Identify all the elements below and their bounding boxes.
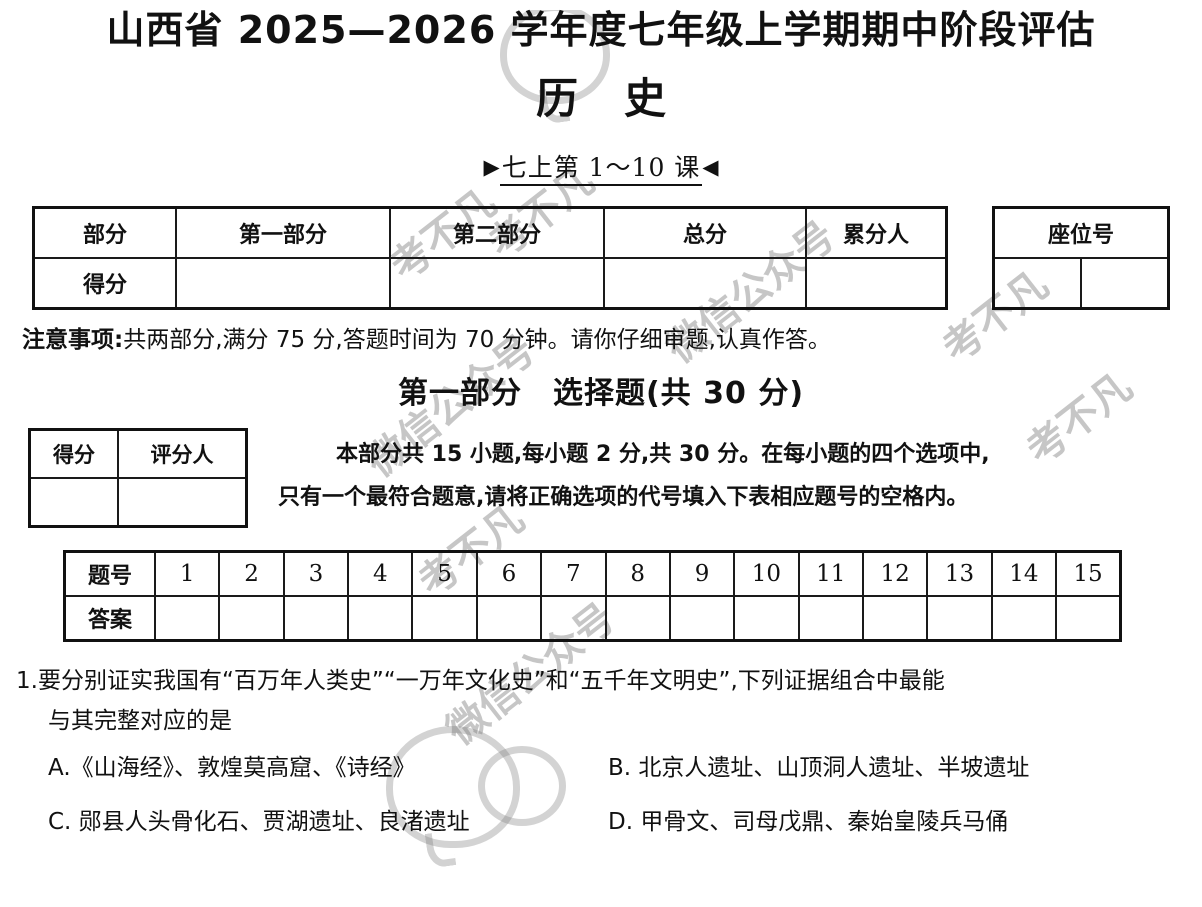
part1-description-line1: 本部分共 15 小题,每小题 2 分,共 30 分。在每小题的四个选项中, <box>336 442 990 468</box>
triangle-left-icon: ▶ <box>483 155 500 180</box>
table-row: 部分 第一部分 第二部分 总分 累分人 <box>32 206 948 260</box>
triangle-right-icon: ◀ <box>702 155 719 180</box>
question-number-cell: 13 <box>926 550 993 598</box>
part1-grader-header: 评分人 <box>117 428 248 480</box>
question-1-stem-line2: 与其完整对应的是 <box>48 707 232 734</box>
option-a[interactable]: A.《山海经》、敦煌莫高窟、《诗经》 <box>48 755 416 782</box>
question-number-cell: 3 <box>282 550 350 598</box>
answer-cell[interactable] <box>347 595 414 642</box>
score-col-header: 第二部分 <box>389 206 605 260</box>
answer-cell[interactable] <box>604 595 671 642</box>
part1-description: 本部分共 15 小题,每小题 2 分,共 30 分。在每小题的四个选项中, 只有… <box>278 434 1178 520</box>
answer-cell[interactable] <box>540 595 607 642</box>
notice-label: 注意事项: <box>22 327 124 354</box>
answer-cell[interactable] <box>153 595 221 642</box>
answer-grid-wrap: 题号 1 2 3 4 5 6 7 8 9 10 11 12 13 14 15 答… <box>0 550 1202 646</box>
part1-heading: 第一部分 选择题(共 30 分) <box>397 376 805 412</box>
part1-score-box: 得分 评分人 <box>28 428 248 529</box>
score-col-header: 部分 <box>32 206 177 260</box>
question-number-cell: 1 <box>153 550 221 598</box>
notice-line: 注意事项:共两部分,满分 75 分,答题时间为 70 分钟。请你仔细审题,认真作… <box>22 320 1202 354</box>
score-col-header: 第一部分 <box>175 206 391 260</box>
part1-block: 得分 评分人 本部分共 15 小题,每小题 2 分,共 30 分。在每小题的四个… <box>0 428 1202 536</box>
question-number-cell: 5 <box>411 550 478 598</box>
page-title: 山西省 2025—2026 学年度七年级上学期期中阶段评估 <box>106 8 1096 52</box>
question-number-cell: 9 <box>668 550 736 598</box>
option-d[interactable]: D. 甲骨文、司母戊鼎、秦始皇陵兵马俑 <box>608 808 1009 835</box>
question-1-stem-text: 要分别证实我国有“百万年人类史”“一万年文化史”和“五千年文明史”,下列证据组合… <box>37 668 945 695</box>
score-cell-part2[interactable] <box>389 257 605 310</box>
question-number-cell: 11 <box>797 550 864 598</box>
question-number-cell: 7 <box>540 550 607 598</box>
question-number-cell: 12 <box>861 550 929 598</box>
scope-text: 七上第 1～10 课 <box>499 153 703 187</box>
scope-line: ▶七上第 1～10 课◀ <box>0 148 1202 187</box>
table-row: 得分 评分人 <box>28 428 248 480</box>
answer-cell[interactable] <box>733 595 800 642</box>
answer-cell[interactable] <box>282 595 350 642</box>
question-number-cell: 14 <box>990 550 1058 598</box>
question-number-cell: 15 <box>1055 550 1122 598</box>
option-b[interactable]: B. 北京人遗址、山顶洞人遗址、半坡遗址 <box>608 755 1030 782</box>
score-col-header: 累分人 <box>805 206 948 260</box>
answer-cell[interactable] <box>475 595 543 642</box>
question-1-options: A.《山海经》、敦煌莫高窟、《诗经》 B. 北京人遗址、山顶洞人遗址、半坡遗址 … <box>48 749 1202 842</box>
answer-grid-table: 题号 1 2 3 4 5 6 7 8 9 10 11 12 13 14 15 答… <box>63 550 1122 643</box>
question-1: 1.要分别证实我国有“百万年人类史”“一万年文化史”和“五千年文明史”,下列证据… <box>0 662 1202 842</box>
score-cell-part1[interactable] <box>175 257 391 310</box>
table-row <box>992 257 1170 310</box>
answer-cell[interactable] <box>797 595 864 642</box>
table-row: 座位号 <box>992 206 1170 260</box>
answer-cell[interactable] <box>926 595 993 642</box>
part1-grader-cell[interactable] <box>117 477 248 528</box>
question-1-stem-line1: 1.要分别证实我国有“百万年人类史”“一万年文化史”和“五千年文明史”,下列证据… <box>16 662 1202 702</box>
answer-cell[interactable] <box>411 595 478 642</box>
question-1-number: 1. <box>16 668 38 695</box>
score-header-row: 部分 第一部分 第二部分 总分 累分人 得分 座位号 <box>0 206 1202 311</box>
part1-score-cell[interactable] <box>28 477 119 528</box>
part1-description-line2: 只有一个最符合题意,请将正确选项的代号填入下表相应题号的空格内。 <box>278 484 969 510</box>
notice-text: 共两部分,满分 75 分,答题时间为 70 分钟。请你仔细审题,认真作答。 <box>123 327 831 354</box>
table-row: 得分 <box>32 257 948 310</box>
table-row: 答案 <box>63 595 1122 642</box>
table-row: 题号 1 2 3 4 5 6 7 8 9 10 11 12 13 14 15 <box>63 550 1122 598</box>
question-number-cell: 6 <box>475 550 543 598</box>
subject-title: 历史 <box>535 74 712 124</box>
question-number-cell: 2 <box>218 550 285 598</box>
seat-number-cell[interactable] <box>992 257 1082 310</box>
score-row-label: 得分 <box>32 257 177 310</box>
answer-cell[interactable] <box>218 595 285 642</box>
answer-cell[interactable] <box>1055 595 1122 642</box>
question-number-cell: 8 <box>604 550 671 598</box>
table-row <box>28 477 248 528</box>
question-number-cell: 10 <box>733 550 800 598</box>
seat-number-header: 座位号 <box>992 206 1170 260</box>
score-table: 部分 第一部分 第二部分 总分 累分人 得分 <box>32 206 948 311</box>
seat-number-cell[interactable] <box>1080 257 1170 310</box>
question-number-cell: 4 <box>347 550 414 598</box>
option-c[interactable]: C. 郧县人头骨化石、贾湖遗址、良渚遗址 <box>48 808 470 835</box>
score-cell-grader[interactable] <box>805 257 948 310</box>
answer-grid-row-label-answer: 答案 <box>63 595 156 642</box>
answer-cell[interactable] <box>990 595 1058 642</box>
score-cell-total[interactable] <box>603 257 807 310</box>
part1-score-header: 得分 <box>28 428 119 480</box>
score-col-header: 总分 <box>603 206 807 260</box>
answer-cell[interactable] <box>861 595 929 642</box>
answer-grid-row-label-number: 题号 <box>63 550 156 598</box>
answer-cell[interactable] <box>668 595 736 642</box>
seat-number-table: 座位号 <box>992 206 1170 311</box>
